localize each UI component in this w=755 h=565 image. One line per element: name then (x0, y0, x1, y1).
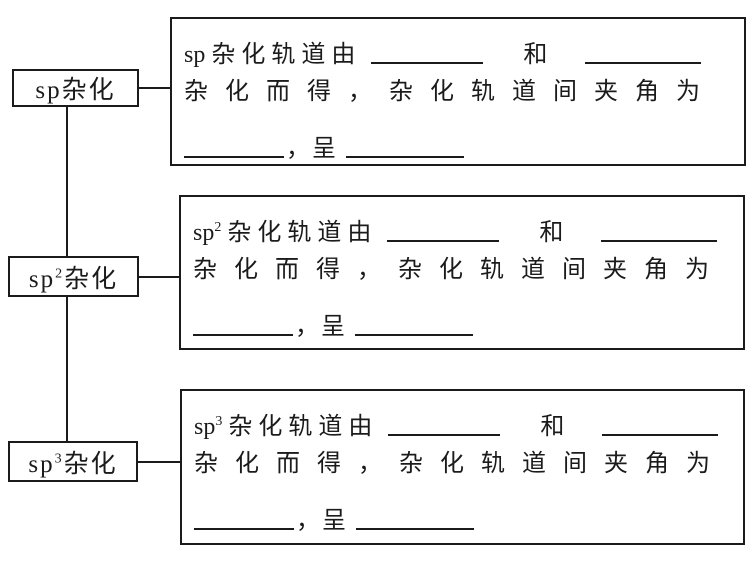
blank-underline (193, 332, 293, 336)
node-sp3-hybridization: sp3杂化 (8, 441, 138, 482)
orbital-superscript: 2 (214, 220, 222, 235)
comma-cheng-text: ，呈 (295, 314, 347, 340)
detail-box-sp3: sp3 杂化轨道由 和 杂化而得，杂化轨道间夹角为 ，呈 (180, 389, 745, 545)
orbital-superscript: 3 (215, 414, 223, 429)
box-line-3: ，呈 (193, 294, 731, 341)
blank-underline (194, 526, 294, 530)
node-label: sp2杂化 (29, 259, 118, 295)
box-line-1: sp3 杂化轨道由 和 (194, 397, 731, 441)
node-sp-hybridization: sp杂化 (12, 69, 139, 107)
blank-underline (388, 432, 501, 436)
box-line-2: 杂化而得，杂化轨道间夹角为 (193, 257, 726, 283)
node-label: sp3杂化 (28, 444, 117, 480)
node-label: sp杂化 (35, 70, 115, 106)
box-line-2: 杂化而得，杂化轨道间夹角为 (184, 79, 717, 105)
node-label-suffix: 杂化 (61, 77, 116, 104)
conjunction-text: 和 (539, 220, 564, 246)
node-label-suffix: 杂化 (64, 265, 119, 293)
blank-underline (355, 332, 473, 336)
blank-underline (356, 526, 474, 530)
node-label-prefix: sp (35, 77, 62, 104)
blank-underline (371, 60, 484, 64)
blank-underline (387, 238, 500, 242)
comma-cheng-text: ，呈 (286, 136, 338, 162)
node-label-prefix: sp (28, 265, 56, 293)
sentence-text: 杂化轨道由 (211, 42, 362, 68)
blank-underline (585, 60, 702, 64)
connector-vertical (66, 107, 68, 256)
node-label-suffix: 杂化 (63, 450, 118, 478)
orbital-prefix: sp (194, 414, 216, 440)
box-line-3: ，呈 (194, 488, 731, 535)
connector-horizontal (139, 276, 179, 278)
sentence-text: 杂化轨道由 (227, 220, 378, 246)
box-line-1: sp2 杂化轨道由 和 (193, 203, 731, 247)
blank-underline (346, 154, 464, 158)
node-sp2-hybridization: sp2杂化 (8, 256, 139, 297)
blank-underline (602, 432, 719, 436)
node-label-prefix: sp (28, 450, 55, 478)
sentence-start: sp2 杂化轨道由 (193, 212, 377, 247)
sentence-start: sp3 杂化轨道由 (194, 406, 378, 441)
sentence-text: 杂化轨道由 (228, 414, 379, 440)
box-line-3: ，呈 (184, 116, 732, 163)
node-label-superscript: 3 (54, 451, 64, 467)
blank-underline (601, 238, 718, 242)
orbital-prefix: sp (184, 42, 206, 68)
connector-horizontal (139, 87, 170, 89)
comma-cheng-text: ，呈 (296, 508, 348, 534)
connector-horizontal (138, 461, 180, 463)
conjunction-text: 和 (540, 414, 565, 440)
conjunction-text: 和 (523, 42, 548, 68)
detail-box-sp2: sp2 杂化轨道由 和 杂化而得，杂化轨道间夹角为 ，呈 (179, 195, 745, 350)
blank-underline (184, 154, 284, 158)
orbital-prefix: sp (193, 220, 215, 246)
connector-vertical (66, 297, 68, 441)
node-label-superscript: 2 (55, 266, 65, 282)
box-line-2: 杂化而得，杂化轨道间夹角为 (194, 451, 727, 477)
